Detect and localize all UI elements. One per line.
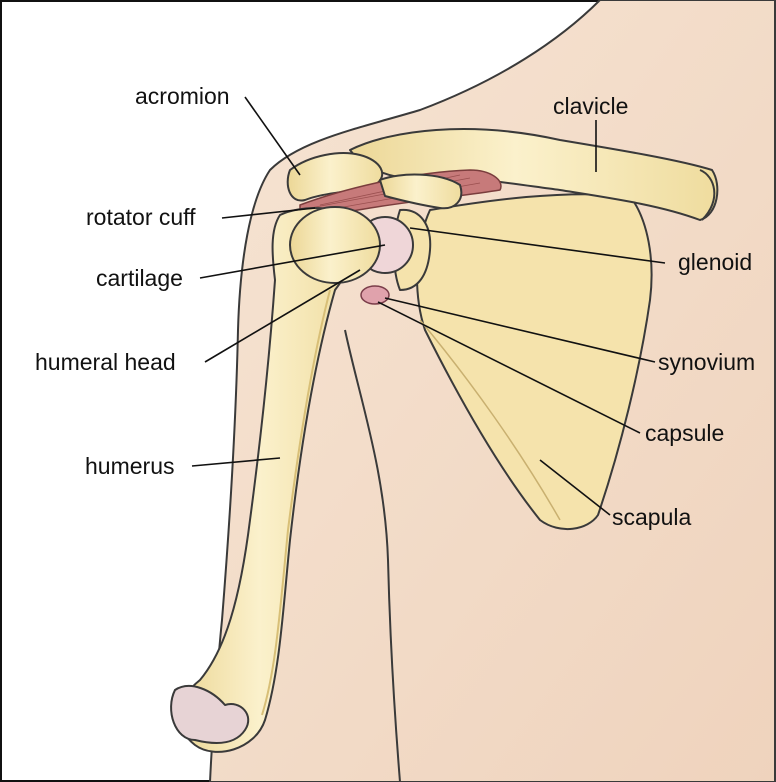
label-scapula: scapula [612, 504, 691, 530]
label-clavicle: clavicle [553, 93, 628, 119]
synovium-membrane [361, 286, 389, 304]
label-rotator-cuff: rotator cuff [86, 204, 196, 230]
label-glenoid: glenoid [678, 249, 752, 275]
label-humeral-head: humeral head [35, 349, 176, 375]
label-cartilage: cartilage [96, 265, 183, 291]
label-synovium: synovium [658, 349, 755, 375]
label-humerus: humerus [85, 453, 174, 479]
label-acromion: acromion [135, 83, 230, 109]
label-capsule: capsule [645, 420, 724, 446]
humeral-head-bone [290, 207, 380, 283]
